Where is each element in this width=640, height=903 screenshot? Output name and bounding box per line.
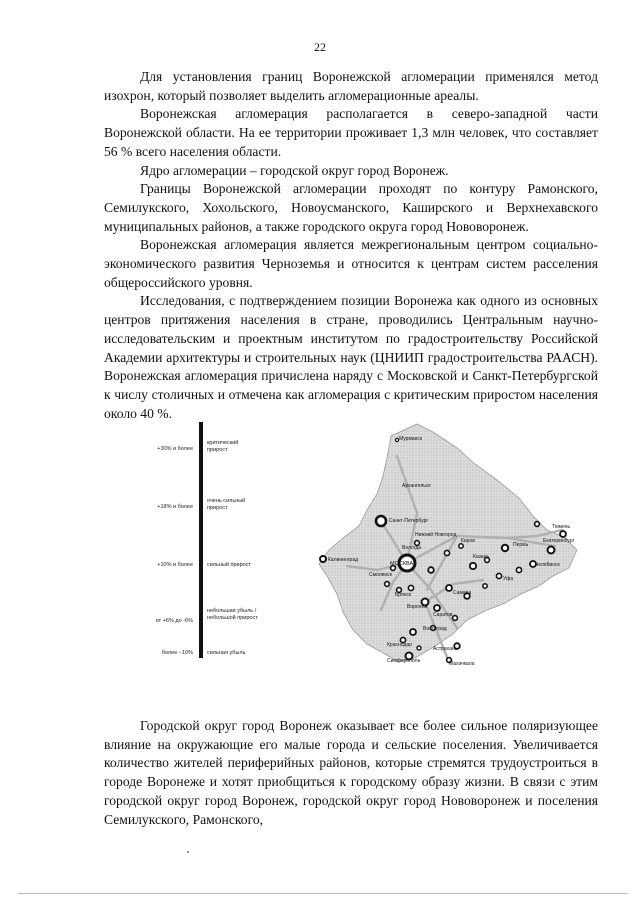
city-label: Челябинск	[535, 562, 560, 568]
connection-lines	[345, 454, 564, 664]
city-label: Астрахань	[433, 646, 458, 652]
city-marker	[433, 604, 441, 612]
city-marker	[407, 584, 415, 592]
city-label: Пермь	[513, 542, 529, 548]
city-label: Тюмень	[552, 524, 571, 530]
body-text-bottom: Городской округ город Воронеж оказывает …	[104, 717, 598, 829]
city-label: Мурманск	[399, 436, 423, 442]
city-marker	[389, 564, 397, 572]
city-marker	[453, 642, 461, 650]
agglomeration-figure: +30% и более критический прирост +18% и …	[135, 418, 590, 668]
paragraph: Городской округ город Воронеж оказывает …	[104, 718, 598, 827]
city-marker	[383, 580, 391, 588]
legend-description: сильная убыль	[207, 650, 246, 656]
city-marker	[458, 543, 464, 549]
city-label: Казань	[473, 554, 489, 560]
city-marker	[394, 437, 400, 443]
city-marker	[529, 560, 537, 568]
legend-range: более −10%	[161, 650, 193, 656]
legend-description: очень сильный прирост	[207, 498, 246, 511]
city-marker	[495, 572, 503, 580]
legend-range: от +6% до -6%	[155, 618, 193, 624]
scan-dot	[187, 851, 189, 853]
city-marker	[443, 549, 451, 557]
scan-edge-line	[18, 893, 628, 894]
city-marker	[500, 543, 510, 553]
city-label: Смоленск	[369, 572, 393, 578]
city-label: Архангельск	[402, 483, 431, 489]
city-label: Самара	[453, 590, 471, 596]
city-marker	[374, 514, 388, 528]
page-number: 22	[314, 40, 326, 54]
city-marker	[413, 539, 421, 547]
city-label: Волгоград	[423, 626, 447, 632]
city-label: МОСКВА	[390, 561, 414, 567]
paragraph: Воронежская агломерация располагается в …	[104, 106, 598, 159]
city-marker	[409, 628, 417, 636]
legend-description: критический прирост	[207, 440, 239, 453]
legend-description: сильный прирост	[207, 562, 251, 568]
city-marker	[483, 556, 491, 564]
legend-scale-bar	[199, 422, 203, 658]
city-marker	[319, 555, 327, 563]
legend-range: +18% и более	[157, 504, 193, 510]
city-label: Воронеж	[407, 604, 428, 610]
city-marker	[451, 614, 459, 622]
city-label: Саратов	[433, 612, 453, 618]
city-marker	[397, 553, 417, 573]
body-text-top: Для установления границ Воронежской агло…	[104, 68, 598, 423]
legend-range: +30% и более	[157, 446, 193, 452]
paragraph: Воронежская агломерация является межреги…	[104, 237, 598, 290]
city-marker	[429, 624, 437, 632]
city-markers	[319, 437, 567, 664]
city-marker	[482, 583, 488, 589]
city-marker	[559, 530, 567, 538]
legend-range: +10% и более	[157, 562, 193, 568]
city-label: Махачкала	[449, 661, 475, 667]
city-label: Санкт-Петербург	[389, 518, 428, 524]
city-label: Вологда	[402, 545, 421, 551]
city-label: Киров	[461, 538, 475, 544]
paragraph: Границы Воронежской агломерации проходят…	[104, 181, 598, 234]
paragraph: Для установления границ Воронежской агло…	[104, 69, 598, 103]
city-marker	[445, 656, 453, 664]
city-marker	[515, 566, 523, 574]
russia-map: Мурманск Архангельск Санкт-Петербург Кал…	[318, 423, 578, 667]
city-label: Калининград	[328, 557, 358, 563]
city-label: Уфа	[503, 576, 513, 582]
city-label: Краснодар	[387, 642, 412, 648]
city-marker	[546, 545, 556, 555]
city-marker	[404, 651, 414, 661]
city-marker	[468, 561, 478, 571]
city-marker	[533, 520, 541, 528]
city-label: Нижний Новгород	[415, 531, 456, 538]
city-marker	[416, 645, 422, 651]
city-marker	[463, 592, 471, 600]
city-label: Екатеринбург	[543, 538, 575, 544]
city-marker	[395, 586, 403, 594]
city-marker	[420, 597, 430, 607]
map-city-labels: Мурманск Архангельск Санкт-Петербург Кал…	[328, 436, 575, 667]
city-marker	[445, 584, 453, 592]
city-label: Симферополь	[387, 658, 421, 664]
city-label: Брянск	[395, 592, 412, 598]
legend-description: небольшая убыль / небольшой прирост	[207, 608, 258, 621]
city-marker	[427, 566, 435, 574]
city-marker	[399, 636, 407, 644]
paragraph: Исследования, с подтверждением позиции В…	[104, 293, 598, 421]
paragraph: Ядро агломерации – городской округ город…	[140, 162, 449, 178]
